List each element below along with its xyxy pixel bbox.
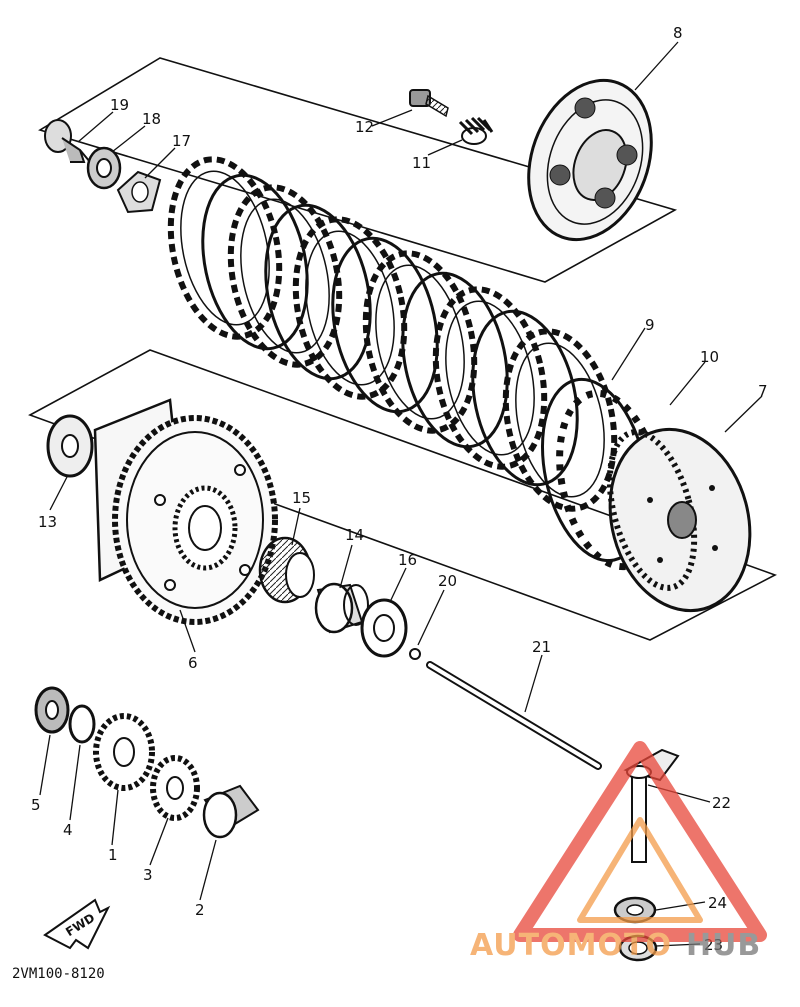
- callout-12: 12: [355, 118, 374, 136]
- fwd-arrow: FWD: [43, 898, 111, 950]
- callout-21: 21: [532, 638, 551, 656]
- part-6-shape: [93, 398, 278, 625]
- callout-labels: 1 2 3 4 5 6 7 8 9 10 11 12 13 14 15 16 1…: [31, 24, 768, 954]
- part-24-shape: [613, 896, 657, 924]
- callout-11: 11: [412, 154, 431, 172]
- callout-14: 14: [345, 526, 364, 544]
- part-4-shape: [68, 704, 96, 744]
- callout-4: 4: [63, 821, 73, 839]
- part-2-shape: [202, 784, 260, 839]
- watermark-text-primary: AUTOMOTO: [470, 928, 672, 963]
- part-12-shape: [409, 89, 449, 118]
- callout-7: 7: [758, 382, 768, 400]
- part-16-shape: [360, 598, 408, 658]
- callout-8: 8: [673, 24, 683, 42]
- callout-9: 9: [645, 316, 655, 334]
- callout-16: 16: [398, 551, 417, 569]
- callout-24: 24: [708, 894, 727, 912]
- part-1-shape: [93, 713, 155, 791]
- part-13-shape: [46, 414, 94, 478]
- part-11-shape: [458, 116, 494, 145]
- callout-19: 19: [110, 96, 129, 114]
- part-17-shape: [116, 170, 162, 214]
- callout-10: 10: [700, 348, 719, 366]
- callout-22: 22: [712, 794, 731, 812]
- callout-20: 20: [438, 572, 457, 590]
- part-15-shape: [258, 536, 315, 604]
- callout-1: 1: [108, 846, 118, 864]
- diagram-code: 2VM100-8120: [12, 966, 105, 982]
- watermark-triangle: [513, 741, 767, 942]
- callout-13: 13: [38, 513, 57, 531]
- callout-3: 3: [143, 866, 153, 884]
- part-18-shape: [86, 146, 122, 190]
- lower-section-outline: [28, 349, 777, 641]
- callout-15: 15: [292, 489, 311, 507]
- part-3-shape: [150, 755, 200, 821]
- callout-17: 17: [172, 132, 191, 150]
- watermark-text-secondary: HUB: [686, 928, 761, 963]
- watermark-text: AUTOMOTO HUB: [470, 928, 761, 963]
- upper-section-outline: [38, 57, 678, 283]
- part-14-shape: [314, 582, 369, 634]
- callout-6: 6: [188, 654, 198, 672]
- part-5-shape: [34, 686, 70, 734]
- part-19-shape: [44, 119, 91, 163]
- callout-5: 5: [31, 796, 41, 814]
- part-7-shape: [606, 427, 752, 613]
- watermark-logo: AUTOMOTO HUB: [470, 741, 767, 963]
- callout-18: 18: [142, 110, 161, 128]
- callout-2: 2: [195, 901, 205, 919]
- part-21-shape: [426, 661, 602, 770]
- part-8-shape: [527, 78, 653, 242]
- part-20-shape: [409, 648, 421, 660]
- clutch-plate-stack: [167, 156, 664, 571]
